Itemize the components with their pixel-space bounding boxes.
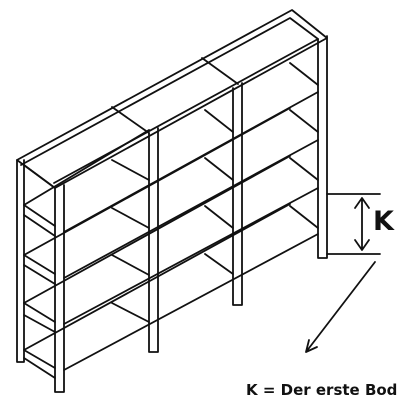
shelf-depth-lines [23,62,319,369]
dimension-arrow-k [354,197,370,251]
caption-legend: K = Der erste Boder [246,381,398,399]
front-post-end [317,35,328,259]
front-post-mid [148,127,159,353]
front-post-left [54,184,65,393]
top-divider-2 [201,57,239,85]
shelf-bottom [23,203,319,371]
top-divider-1 [111,106,150,134]
back-post-left [16,159,25,363]
pointer-arrow [305,261,376,353]
end-frame-left [23,164,56,379]
shelf-2 [23,107,319,279]
dimension-label-k: K [373,206,394,237]
front-post-right [232,82,243,306]
dimension-extension-lines [326,193,381,255]
shelf-3 [23,155,319,325]
